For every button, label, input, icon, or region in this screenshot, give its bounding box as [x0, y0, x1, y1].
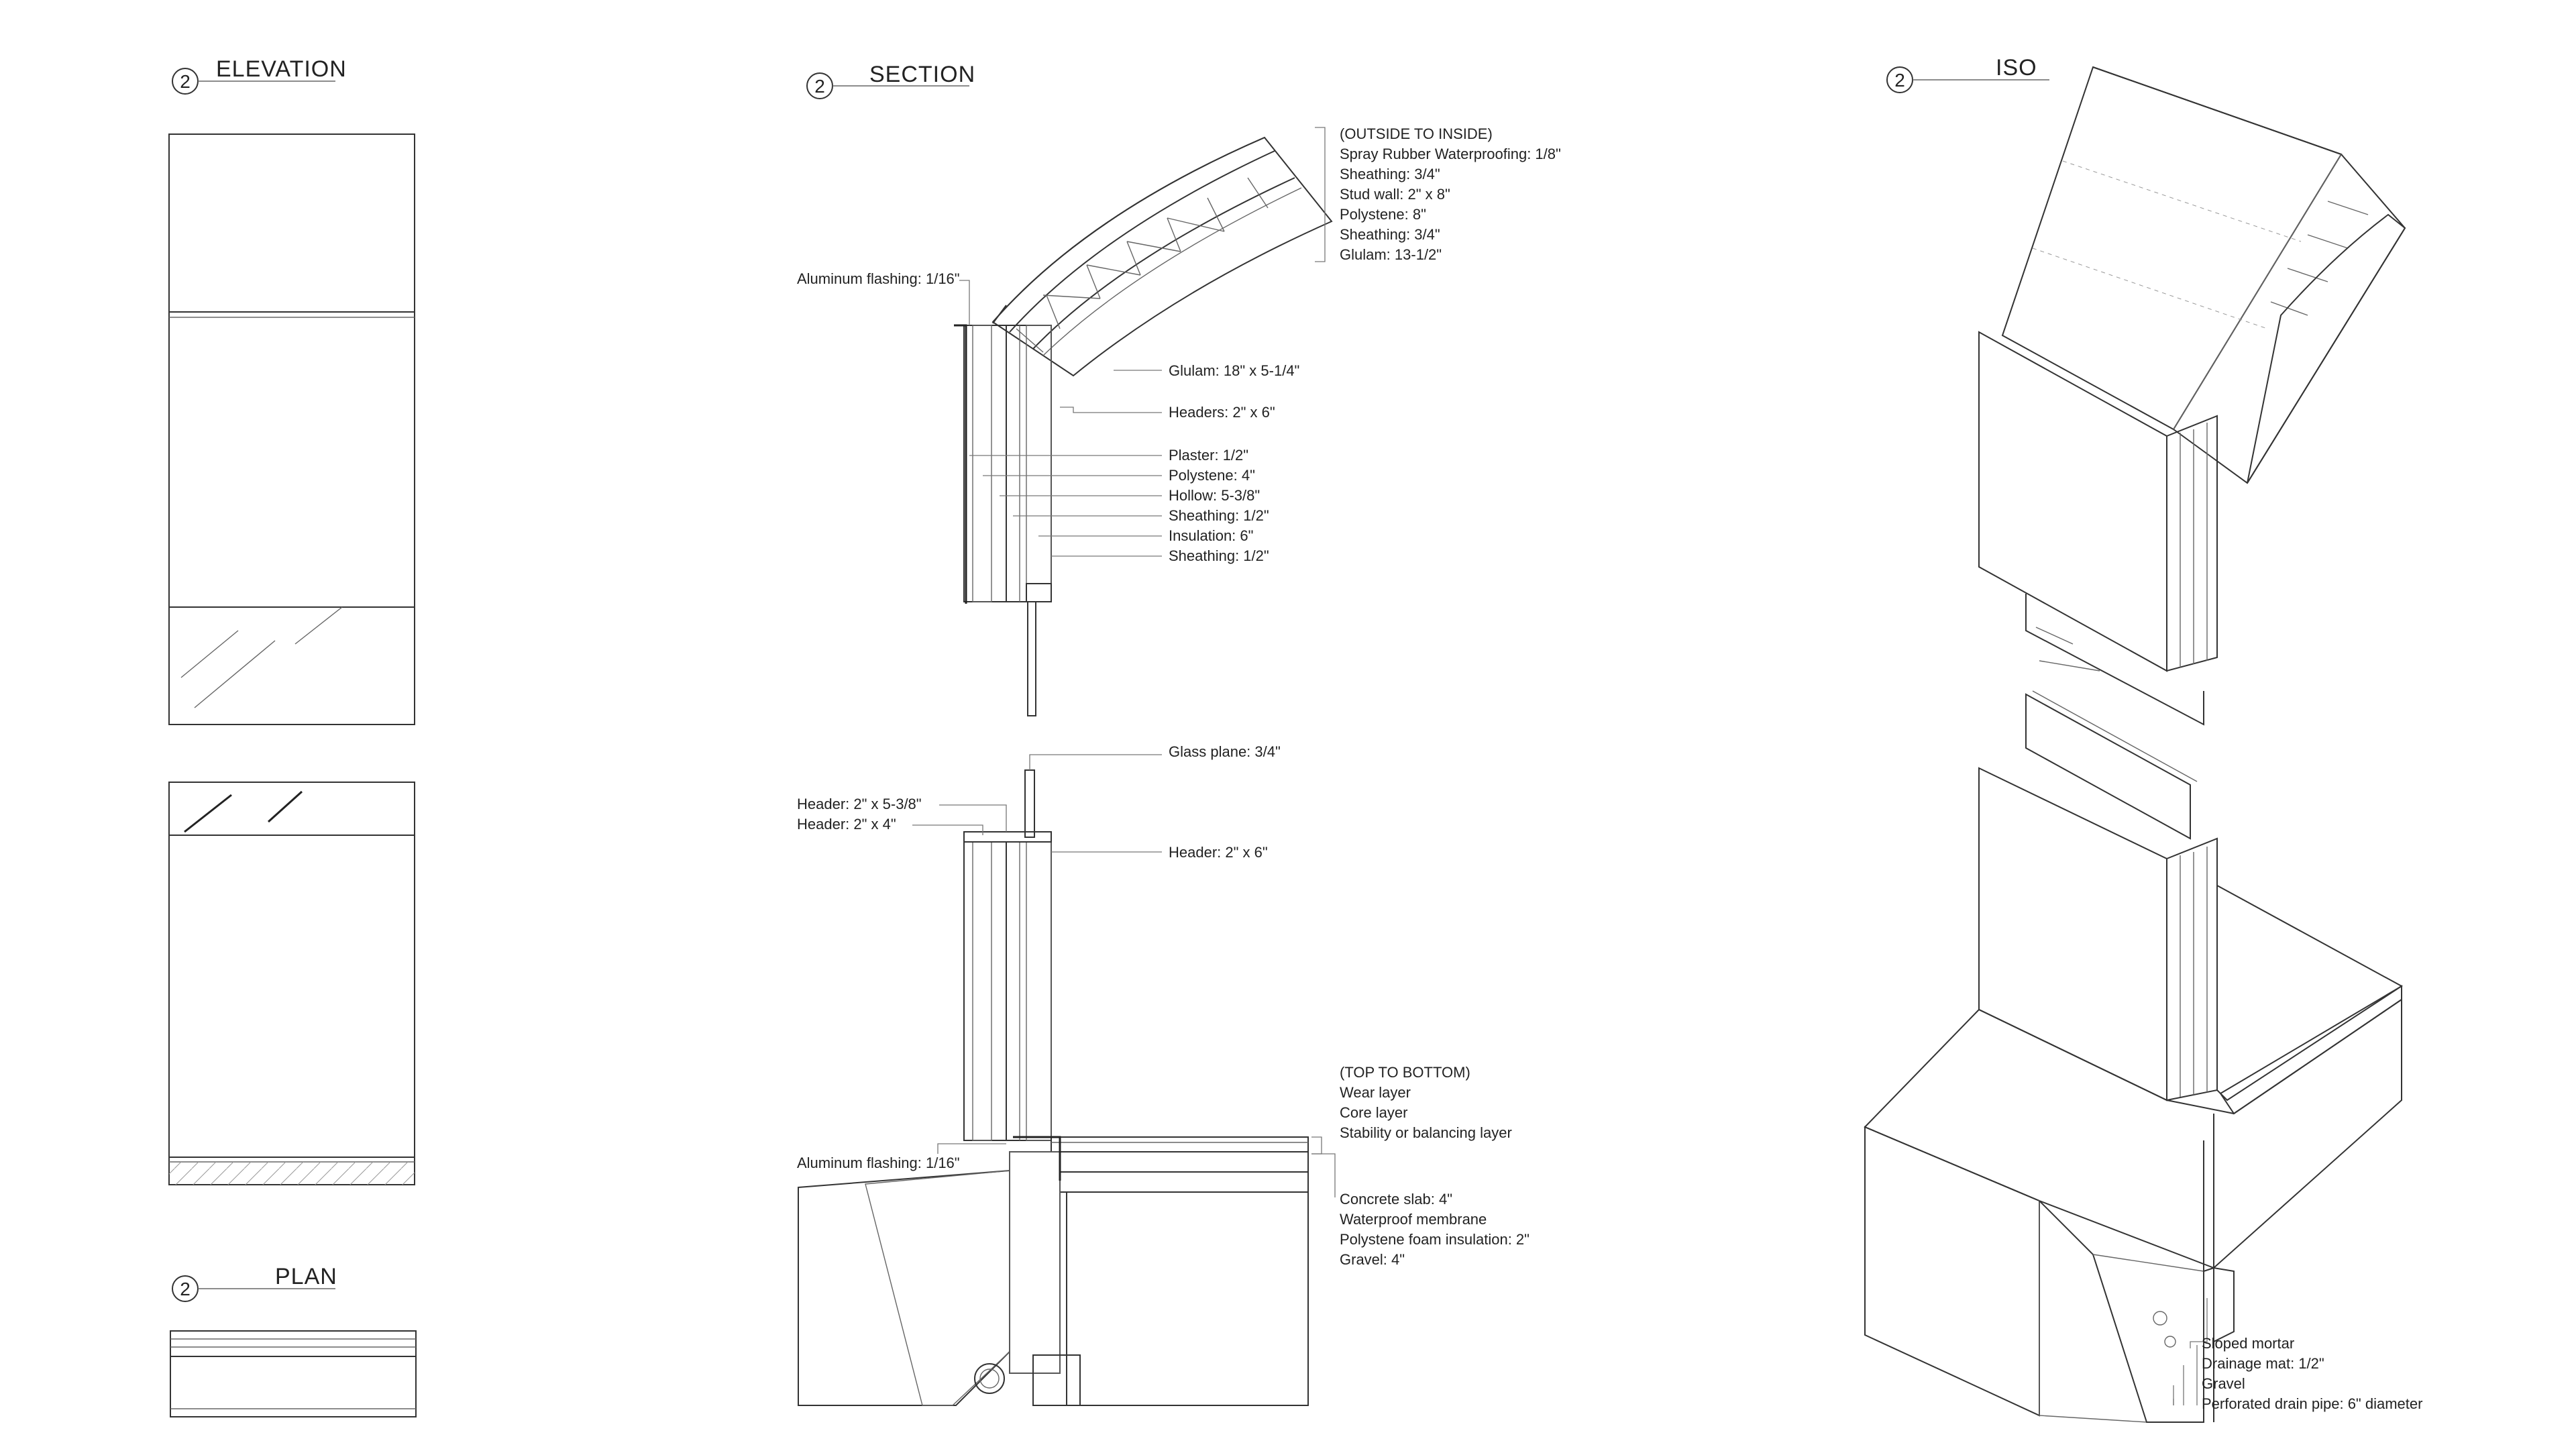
- floor-layer-1: Core layer: [1340, 1104, 1407, 1121]
- roof-layer-0: Spray Rubber Waterproofing: 1/8": [1340, 146, 1561, 162]
- wall-layer-1: Polystene: 4": [1169, 467, 1255, 484]
- lower-section-drawing: [798, 769, 1309, 1406]
- iso-foundation-front: [1864, 1126, 2040, 1417]
- plan-drawing: [170, 1330, 417, 1417]
- iso-floor-slab: [2216, 884, 2403, 1102]
- elevation-label: ELEVATION: [216, 56, 347, 82]
- roof-layer-3: Polystene: 8": [1340, 206, 1426, 223]
- slab-layer-2: Polystene foam insulation: 2": [1340, 1231, 1529, 1248]
- wall-layer-3: Sheathing: 1/2": [1169, 507, 1269, 524]
- iso-upper-wall: [1978, 331, 2167, 672]
- plan-number: 2: [180, 1279, 191, 1299]
- floor-layer-0: Wear layer: [1340, 1084, 1411, 1101]
- elevation-lower-glass-reflection: [184, 790, 303, 833]
- iso-roof: [2001, 66, 2343, 431]
- glulam-label: Glulam: 18" x 5-1/4": [1169, 362, 1299, 379]
- wall-layer-0: Plaster: 1/2": [1169, 447, 1248, 464]
- elevation-lower-panel: [168, 782, 415, 1185]
- slab-layer-1: Waterproof membrane: [1340, 1211, 1487, 1228]
- slab-layer-3: Gravel: 4": [1340, 1251, 1405, 1268]
- roof-layer-4: Sheathing: 3/4": [1340, 226, 1440, 243]
- header-a-label: Header: 2" x 5-3/8": [797, 796, 922, 812]
- plan-label: PLAN: [275, 1264, 337, 1289]
- header-c-label: Header: 2" x 6": [1169, 844, 1268, 861]
- upper-flashing-label: Aluminum flashing: 1/16": [797, 270, 960, 287]
- roof-layer-2: Stud wall: 2" x 8": [1340, 186, 1450, 203]
- iso-callouts: Sloped mortar Drainage mat: 1/2" Gravel …: [2173, 1298, 2422, 1412]
- iso-label-3: Perforated drain pipe: 6" diameter: [2202, 1395, 2422, 1412]
- glass-label: Glass plane: 3/4": [1169, 743, 1281, 760]
- roof-layers-callout: (OUTSIDE TO INSIDE) Spray Rubber Waterpr…: [1315, 125, 1561, 263]
- roof-layer-1: Sheathing: 3/4": [1340, 166, 1440, 182]
- glass-plane: [1024, 769, 1035, 838]
- wall-layer-4: Insulation: 6": [1169, 527, 1253, 544]
- headers-label: Headers: 2" x 6": [1169, 404, 1275, 421]
- iso-lower-wall: [1978, 767, 2167, 1102]
- upper-section-callouts: Aluminum flashing: 1/16" Glulam: 18" x 5…: [797, 270, 1299, 564]
- wall-layer-5: Sheathing: 1/2": [1169, 547, 1269, 564]
- iso-drawing: [1864, 66, 2406, 1423]
- section-title: 2 SECTION: [806, 62, 975, 99]
- iso-title: 2 ISO: [1886, 55, 2049, 93]
- plan-title: 2 PLAN: [172, 1264, 337, 1302]
- wall-layer-2: Hollow: 5-3/8": [1169, 487, 1260, 504]
- roof-layers-heading: (OUTSIDE TO INSIDE): [1340, 125, 1493, 142]
- iso-number: 2: [1894, 70, 1905, 91]
- section-number: 2: [814, 76, 825, 97]
- elevation-glass-reflection: [180, 606, 343, 708]
- iso-label-2: Gravel: [2202, 1375, 2245, 1392]
- roof-layer-5: Glulam: 13-1/2": [1340, 246, 1442, 263]
- iso-label-1: Drainage mat: 1/2": [2202, 1355, 2324, 1372]
- iso-label-0: Sloped mortar: [2202, 1335, 2294, 1352]
- slab-layer-0: Concrete slab: 4": [1340, 1191, 1452, 1208]
- elevation-drawing: [168, 133, 415, 1185]
- lower-section-callouts: Glass plane: 3/4" Header: 2" x 5-3/8" He…: [797, 743, 1529, 1268]
- lower-flashing-label: Aluminum flashing: 1/16": [797, 1155, 960, 1171]
- upper-section-drawing: [954, 136, 1333, 716]
- elevation-number: 2: [180, 71, 191, 92]
- iso-label: ISO: [1996, 55, 2037, 80]
- floor-layer-2: Stability or balancing layer: [1340, 1124, 1512, 1141]
- drain-pipe: [974, 1363, 1005, 1394]
- elevation-title: 2 ELEVATION: [172, 56, 347, 95]
- section-label: SECTION: [869, 62, 975, 87]
- floor-layers-heading: (TOP TO BOTTOM): [1340, 1064, 1470, 1081]
- elevation-upper-panel: [168, 133, 415, 725]
- header-b-label: Header: 2" x 4": [797, 816, 896, 833]
